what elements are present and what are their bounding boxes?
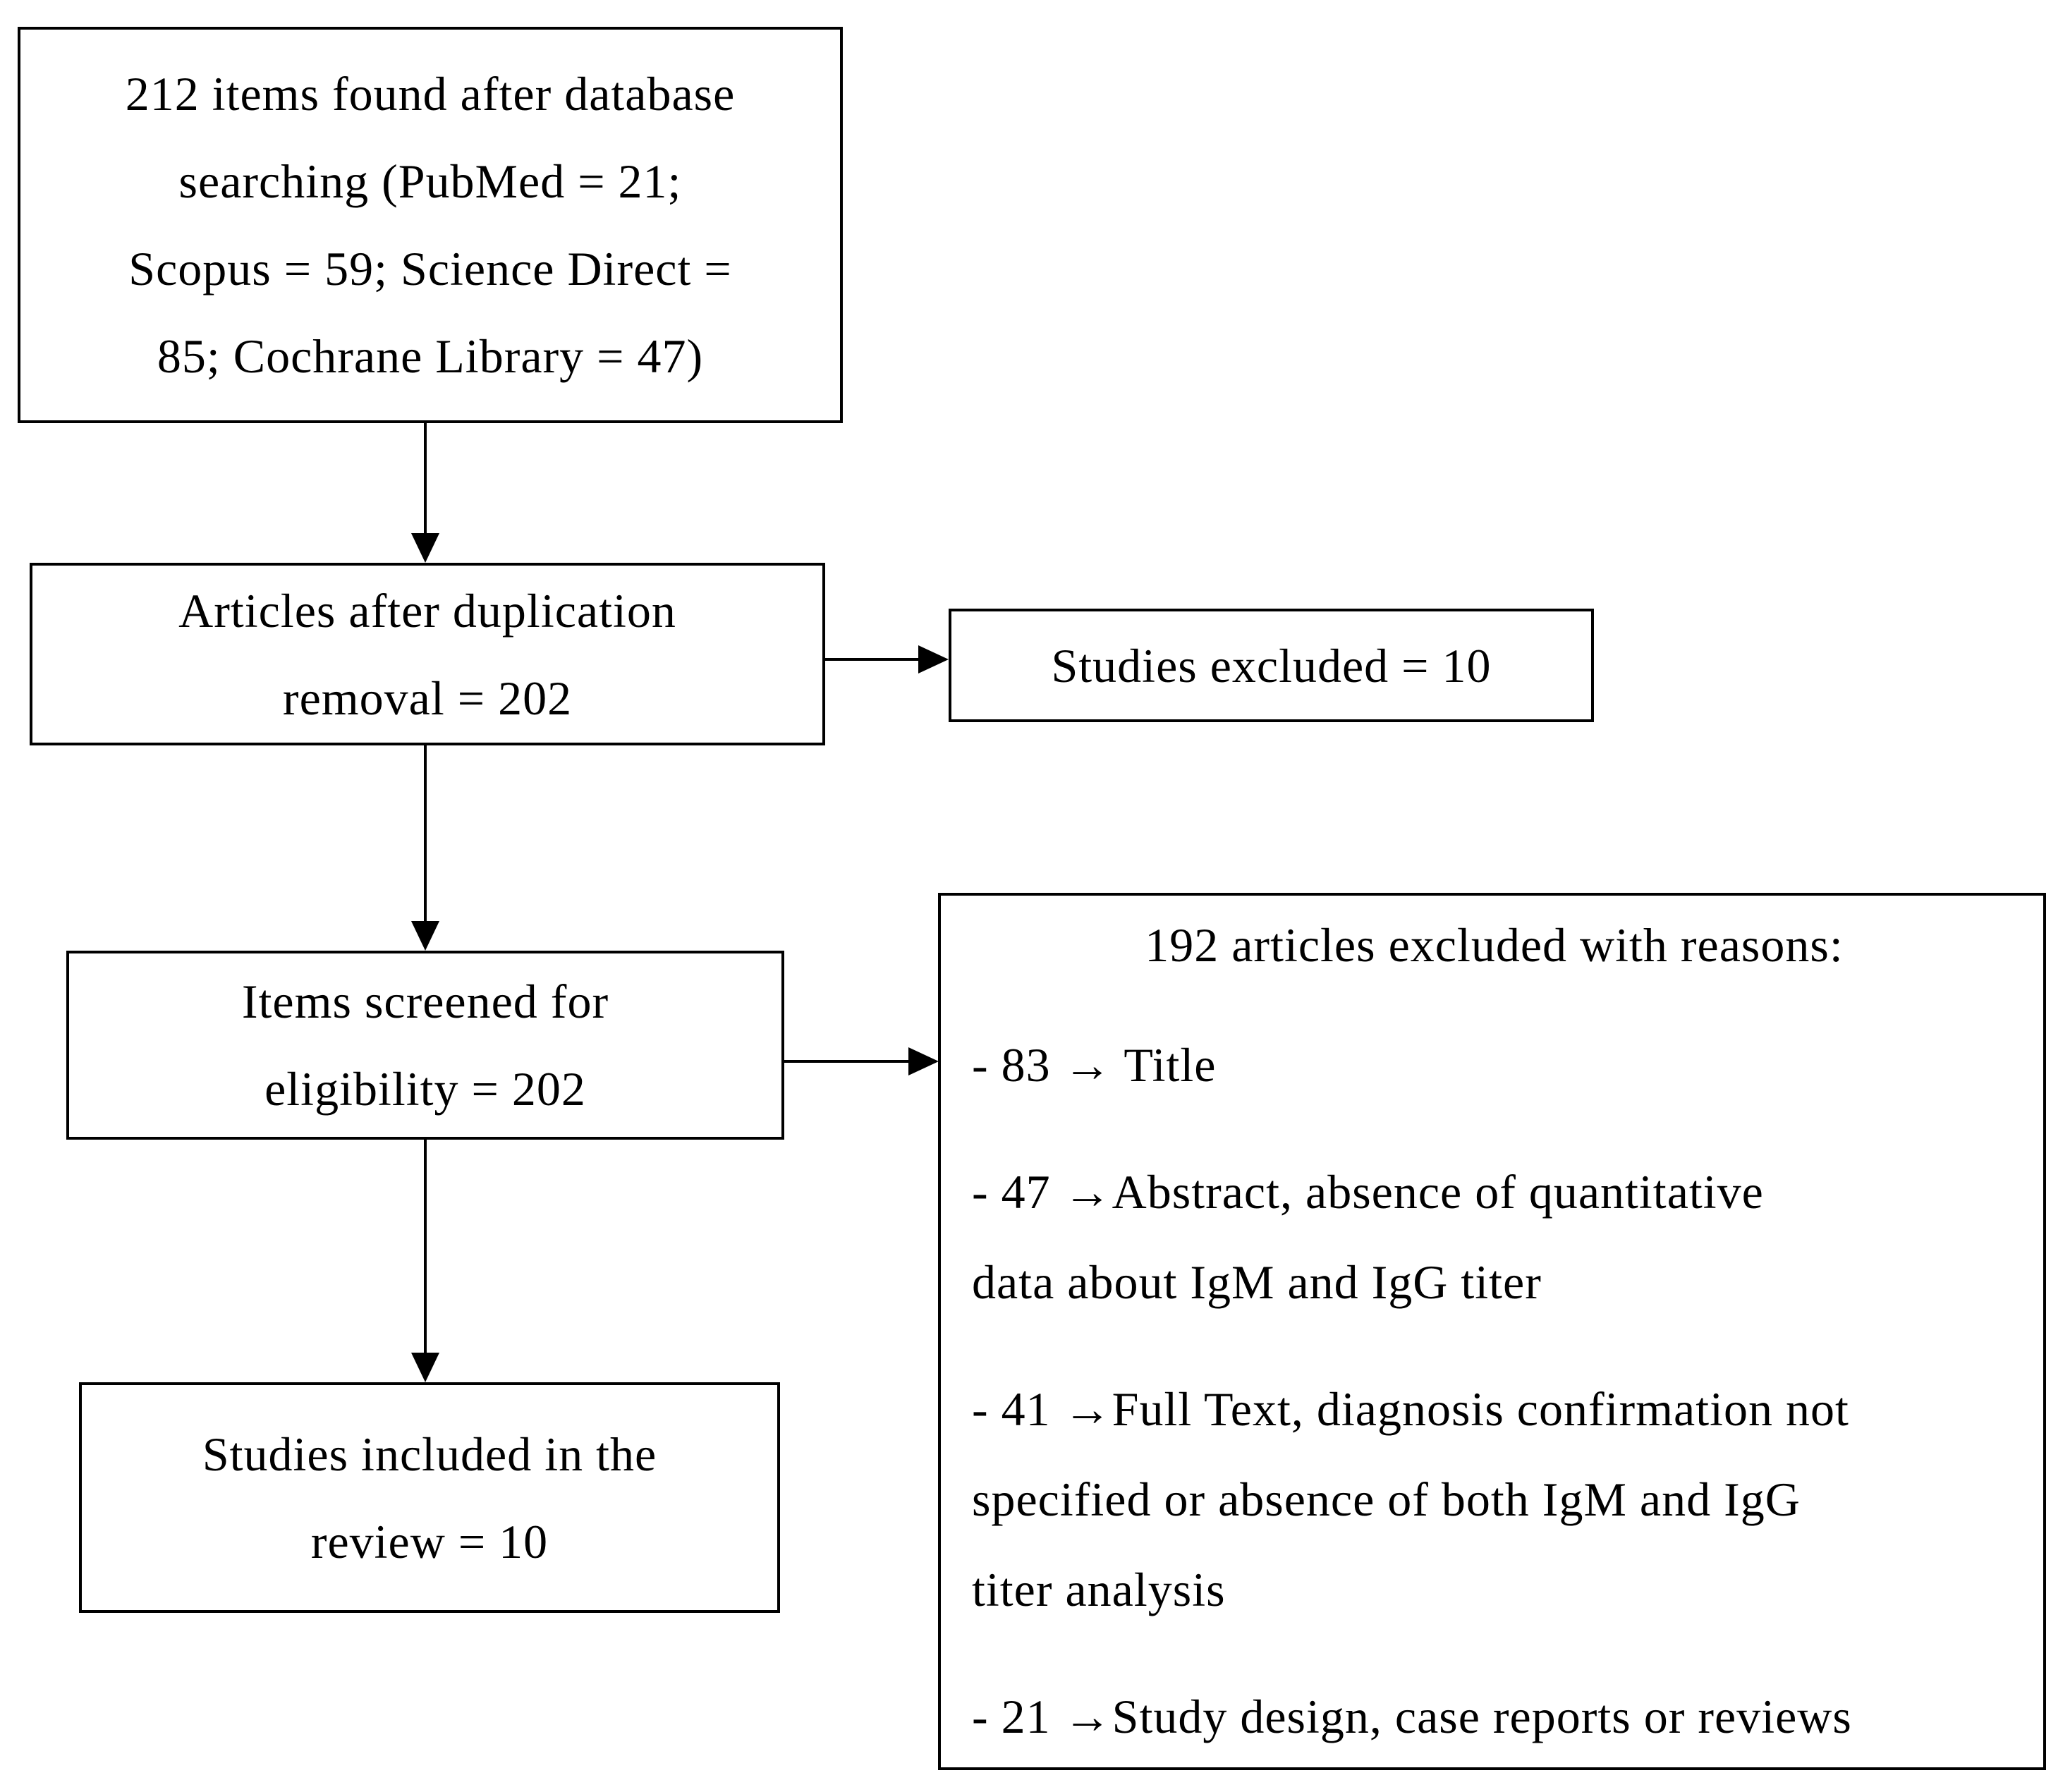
excluded-reason-line: - 83 → Title — [972, 1038, 1217, 1092]
box-items-screened: Items screened for eligibility = 202 — [66, 951, 784, 1140]
box-studies-included: Studies included in the review = 10 — [79, 1382, 780, 1613]
down-arrow-shaft — [424, 423, 427, 535]
box-items-screened-line: eligibility = 202 — [264, 1062, 586, 1116]
excluded-reason-item: - 47 →Abstract, absence of quantitative … — [972, 1147, 2016, 1327]
down-arrow-shaft — [424, 745, 427, 922]
excluded-reason-item: - 41 →Full Text, diagnosis confirmation … — [972, 1364, 2016, 1635]
box-duplication-removal: Articles after duplication removal = 202 — [30, 563, 825, 745]
down-arrow-icon — [411, 921, 439, 951]
excluded-reasons-heading: 192 articles excluded with reasons: — [1145, 918, 1844, 972]
excluded-reason-line: specified or absence of both IgM and IgG — [972, 1473, 1801, 1526]
box-items-found-line: 212 items found after database — [125, 67, 736, 121]
excluded-reason-item: - 83 → Title — [972, 1020, 2016, 1110]
excluded-reason-line: - 21 →Study design, case reports or revi… — [972, 1690, 1852, 1743]
right-arrow-icon — [918, 645, 949, 673]
excluded-reason-line: - 41 →Full Text, diagnosis confirmation … — [972, 1382, 1849, 1436]
box-items-found: 212 items found after database searching… — [18, 27, 843, 423]
down-arrow-icon — [411, 1353, 439, 1382]
down-arrow-shaft — [424, 1140, 427, 1353]
right-arrow-shaft — [825, 658, 920, 661]
right-arrow-icon — [908, 1047, 939, 1075]
box-excluded-with-reasons: 192 articles excluded with reasons: - 83… — [938, 893, 2046, 1770]
box-items-screened-line: Items screened for — [241, 975, 609, 1028]
right-arrow-shaft — [784, 1060, 910, 1063]
box-duplication-removal-line: Articles after duplication — [178, 583, 676, 638]
box-items-found-line: Scopus = 59; Science Direct = — [128, 242, 732, 295]
excluded-reason-line: - 47 →Abstract, absence of quantitative — [972, 1165, 1764, 1219]
box-studies-included-line: Studies included in the — [202, 1427, 657, 1481]
box-items-found-line: 85; Cochrane Library = 47) — [157, 329, 704, 383]
box-studies-excluded: Studies excluded = 10 — [949, 609, 1594, 722]
excluded-reason-item: - 21 →Study design, case reports or revi… — [972, 1671, 2016, 1762]
box-items-found-line: searching (PubMed = 21; — [178, 154, 682, 208]
excluded-reason-line: titer analysis — [972, 1563, 1226, 1616]
box-studies-excluded-line: Studies excluded = 10 — [1051, 638, 1492, 693]
down-arrow-icon — [411, 533, 439, 563]
box-studies-included-line: review = 10 — [310, 1514, 549, 1568]
box-duplication-removal-line: removal = 202 — [282, 671, 573, 725]
excluded-reason-line: data about IgM and IgG titer — [972, 1255, 1542, 1309]
